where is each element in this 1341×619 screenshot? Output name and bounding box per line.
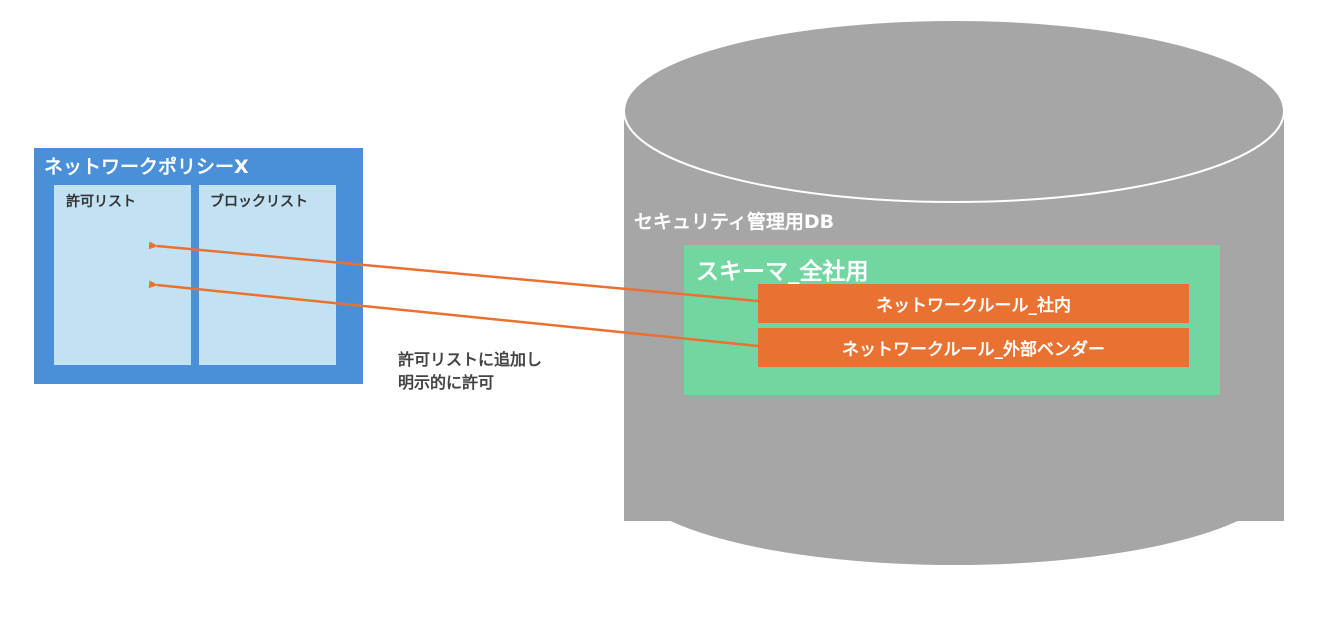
cylinder-bottom <box>624 385 1284 565</box>
network-policy-title: ネットワークポリシーX <box>44 156 249 178</box>
arrow-annotation: 許可リストに追加し 明示的に許可 <box>398 348 542 394</box>
cylinder-top <box>623 19 1285 203</box>
annotation-line-2: 明示的に許可 <box>398 373 495 392</box>
block-list-panel <box>199 185 336 365</box>
annotation-line-1: 許可リストに追加し <box>398 350 543 369</box>
network-rule-external-vendor: ネットワークルール_外部ベンダー <box>758 328 1189 367</box>
block-list-label: ブロックリスト <box>210 194 308 210</box>
database-title: セキュリティ管理用DB <box>634 211 835 233</box>
network-rule-internal: ネットワークルール_社内 <box>758 284 1189 323</box>
allow-list-label: 許可リスト <box>66 194 136 210</box>
schema-title: スキーマ_全社用 <box>696 259 869 285</box>
allow-list-panel <box>54 185 191 365</box>
